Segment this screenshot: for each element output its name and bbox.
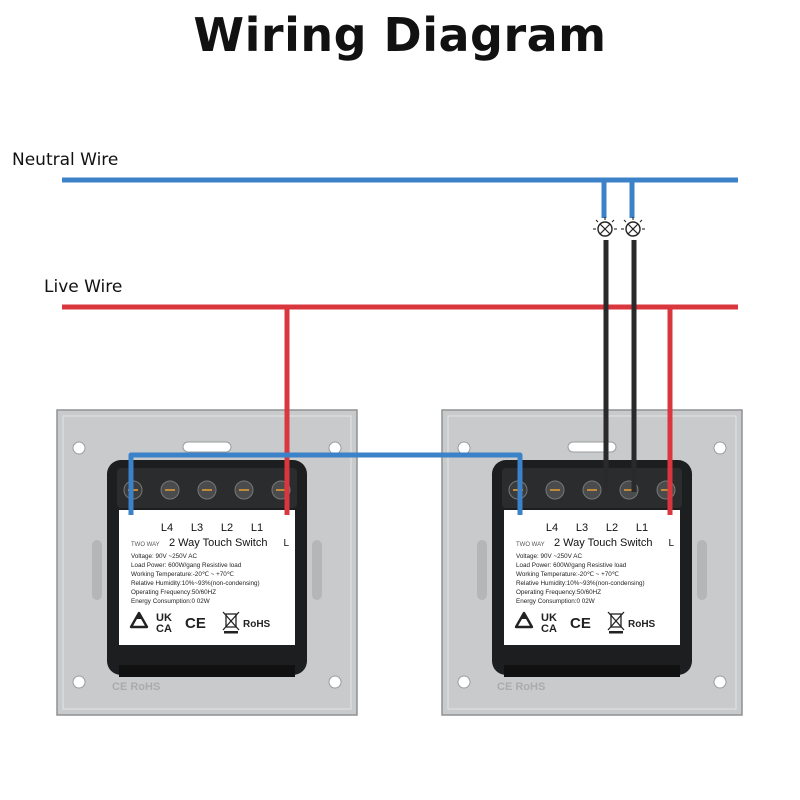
mounting-hole <box>713 675 727 689</box>
ukca-mark-ca: CA <box>541 623 557 635</box>
side-slot <box>312 540 322 600</box>
mounting-hole <box>457 675 471 689</box>
spec-label <box>504 510 680 645</box>
module-base <box>504 665 680 677</box>
lamp-icon <box>621 217 645 237</box>
mounting-slot <box>182 441 232 453</box>
mounting-hole <box>457 441 471 455</box>
spec-line: Energy Consumption:0 02W <box>131 598 210 605</box>
mounting-hole <box>713 441 727 455</box>
ce-mark: CE <box>570 615 591 632</box>
live-wire-label: Live Wire <box>44 277 123 297</box>
switch-unit-right: CE RoHS L4 L3 L2 L1L TWO WAY 2 Way Touch Switc… <box>441 409 743 716</box>
side-slot <box>697 540 707 600</box>
spec-line: Operating Frequency:50/60HZ <box>131 589 216 596</box>
rohs-mark: RoHS <box>628 619 656 630</box>
spec-line: Voltage: 90V ~250V AC <box>516 553 582 560</box>
terminal-label-l3: L3 <box>191 522 203 534</box>
ce-mark: CE <box>185 615 206 632</box>
mounting-slot <box>567 441 617 453</box>
switch-unit-left: CE RoHS L4 L3 L2 L1L TWO WAY 2 Way Touch Switc… <box>56 409 358 716</box>
terminal-label-l4: L4 <box>161 522 173 534</box>
ukca-mark-ca: CA <box>156 623 172 635</box>
lamp-icon <box>593 217 617 237</box>
spec-line: Relative Humidity:10%~93%(non-condensing… <box>516 580 645 587</box>
spec-line: Voltage: 90V ~250V AC <box>131 553 197 560</box>
plate-marking: CE RoHS <box>497 681 545 693</box>
mounting-hole <box>72 675 86 689</box>
terminal-label-l3: L3 <box>576 522 588 534</box>
spec-line: Working Temperature:-20℃ ~ +70℃ <box>516 571 619 578</box>
ukca-mark-uk: UK <box>541 612 557 624</box>
neutral-wire-label: Neutral Wire <box>12 150 119 170</box>
terminal-label-l2: L2 <box>606 522 618 534</box>
spec-line: Energy Consumption:0 02W <box>516 598 595 605</box>
terminal-label-l1: L1 <box>636 522 648 534</box>
spec-line: Relative Humidity:10%~93%(non-condensing… <box>131 580 260 587</box>
two-way-tag: TWO WAY <box>131 542 160 548</box>
rohs-mark: RoHS <box>243 619 271 630</box>
weee-bin-icon <box>607 611 625 634</box>
mounting-hole <box>328 441 342 455</box>
mounting-hole <box>72 441 86 455</box>
spec-line: Working Temperature:-20℃ ~ +70℃ <box>131 571 234 578</box>
side-slot <box>477 540 487 600</box>
terminal-label-l1: L1 <box>251 522 263 534</box>
terminal-label-l2: L2 <box>221 522 233 534</box>
spec-label <box>119 510 295 645</box>
terminal-label-l: L <box>283 538 289 549</box>
side-slot <box>92 540 102 600</box>
spec-line: Load Power: 600W/gang Resistive load <box>516 562 627 569</box>
plate-bevel <box>447 415 737 710</box>
weee-bin-icon <box>222 611 240 634</box>
recycle-icon <box>129 611 149 629</box>
switch-name: 2 Way Touch Switch <box>554 537 652 549</box>
spec-line: Load Power: 600W/gang Resistive load <box>131 562 242 569</box>
page-title: Wiring Diagram <box>193 8 607 62</box>
switch-name: 2 Way Touch Switch <box>169 537 267 549</box>
mounting-hole <box>328 675 342 689</box>
module-base <box>119 665 295 677</box>
terminal-label-l4: L4 <box>546 522 558 534</box>
two-way-tag: TWO WAY <box>516 542 545 548</box>
terminal-label-l: L <box>668 538 674 549</box>
recycle-icon <box>514 611 534 629</box>
ukca-mark-uk: UK <box>156 612 172 624</box>
plate-marking: CE RoHS <box>112 681 160 693</box>
traveller-wire <box>128 452 523 515</box>
spec-line: Operating Frequency:50/60HZ <box>516 589 601 596</box>
plate-bevel <box>62 415 352 710</box>
